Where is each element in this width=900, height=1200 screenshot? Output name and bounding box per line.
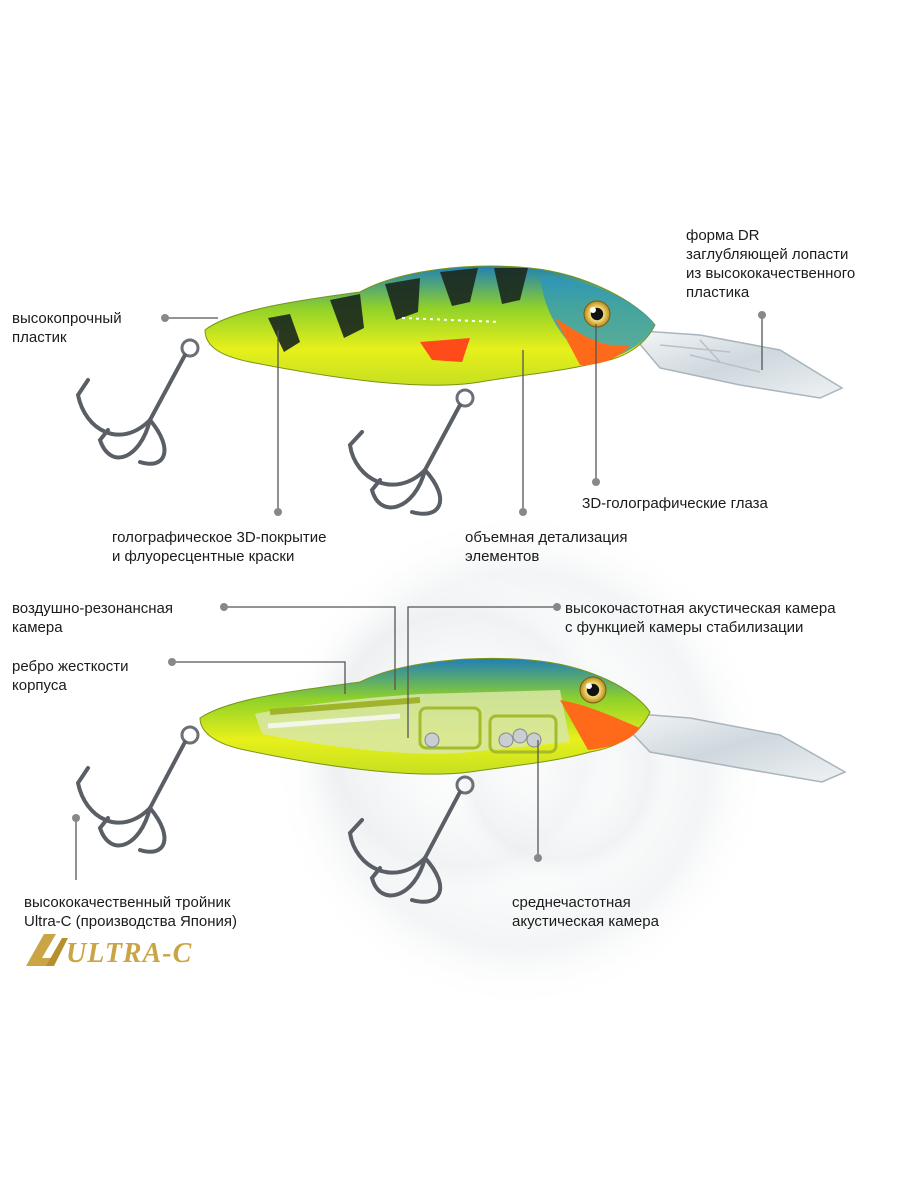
label-eyes: 3D-голографические глаза [582, 494, 768, 513]
treble-hook-rear-top [75, 353, 187, 466]
label-line: ребро жесткости [12, 658, 129, 675]
treble-hook-belly-top [347, 403, 462, 516]
label-line: пластика [686, 284, 750, 301]
leader-lines [75, 315, 763, 880]
eye-icon [583, 300, 611, 328]
label-line: форма DR [686, 227, 760, 244]
top-lure [75, 265, 844, 516]
leader-dots [72, 311, 766, 862]
label-mf-chamber: среднечастотная акустическая камера [512, 893, 659, 931]
label-line: корпуса [12, 677, 67, 694]
label-line: акустическая камера [512, 913, 659, 930]
label-line: высокопрочный [12, 310, 122, 327]
label-line: с функцией камеры стабилизации [565, 619, 804, 636]
label-line: камера [12, 619, 63, 636]
eye-icon-bottom [579, 676, 607, 704]
treble-hook-belly-bottom [347, 790, 462, 904]
label-line: заглубляющей лопасти [686, 246, 849, 263]
label-hook: высококачественный тройник Ultra-C (прои… [24, 893, 237, 931]
label-diving-lip: форма DR заглубляющей лопасти из высокок… [686, 226, 855, 302]
label-line: высокочастотная акустическая камера [565, 600, 836, 617]
label-line: среднечастотная [512, 894, 631, 911]
label-line: и флуоресцентные краски [112, 548, 295, 565]
label-hf-chamber: высокочастотная акустическая камера с фу… [565, 599, 836, 637]
treble-hook-rear-bottom [75, 740, 187, 854]
label-line: элементов [465, 548, 540, 565]
ultra-c-logo: ULTRA-C [26, 934, 192, 969]
label-line: воздушно-резонансная [12, 600, 173, 617]
diving-lip [626, 329, 844, 399]
logo-text: ULTRA-C [66, 938, 192, 969]
pectoral-fin [420, 338, 470, 362]
label-line: пластик [12, 329, 67, 346]
label-line: Ultra-C (производства Япония) [24, 913, 238, 930]
label-line: объемная детализация [465, 529, 628, 546]
label-line: высококачественный тройник [24, 894, 231, 911]
label-line: 3D-голографические глаза [582, 495, 768, 512]
label-air-chamber: воздушно-резонансная камера [12, 599, 173, 637]
label-line: голографическое 3D-покрытие [112, 529, 327, 546]
stiffening-rib [269, 697, 421, 715]
label-line: из высококачественного [686, 265, 856, 282]
label-detail: объемная детализация элементов [465, 528, 627, 566]
label-coating: голографическое 3D-покрытие и флуоресцен… [112, 528, 326, 566]
label-plastic: высокопрочный пластик [12, 309, 122, 347]
lure-body [204, 265, 656, 386]
diving-lip-bottom [610, 711, 847, 783]
label-rib: ребро жесткости корпуса [12, 657, 129, 695]
